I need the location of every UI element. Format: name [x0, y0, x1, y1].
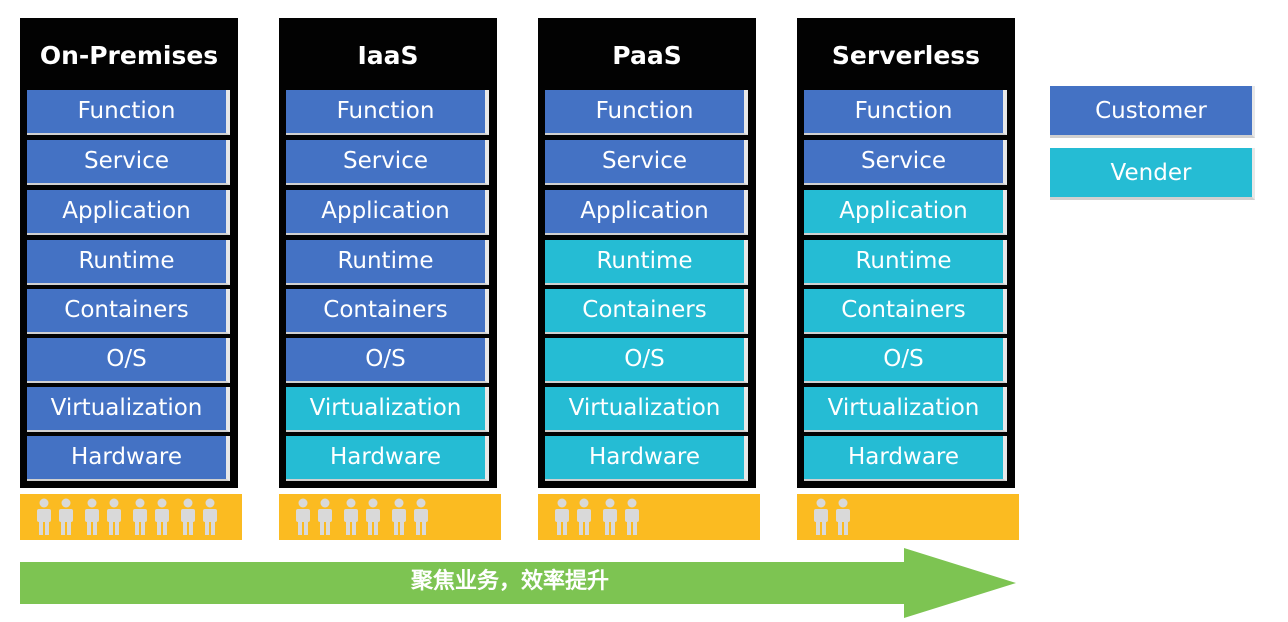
person-icon [600, 498, 621, 536]
person-icon [833, 498, 854, 536]
layer-containers: Containers [545, 289, 748, 334]
layer-service: Service [804, 140, 1007, 185]
person-icon [389, 498, 410, 536]
person-icon [56, 498, 77, 536]
people-pair [811, 498, 855, 536]
arrow-shape [20, 548, 1016, 618]
layer-application: Application [286, 190, 489, 235]
people-pair [293, 498, 337, 536]
stack-title: PaaS [612, 41, 682, 70]
person-icon [341, 498, 362, 536]
people-pair [34, 498, 78, 536]
people-pair [130, 498, 174, 536]
legend-vendor: Vender [1050, 148, 1255, 200]
layer-function: Function [545, 90, 748, 135]
person-icon [574, 498, 595, 536]
layer-virtualization: Virtualization [27, 387, 230, 432]
stack-title: On-Premises [39, 41, 219, 70]
layer-containers: Containers [804, 289, 1007, 334]
arrow-label: 聚焦业务，效率提升 [410, 569, 609, 594]
person-icon [200, 498, 221, 536]
person-icon [130, 498, 151, 536]
layer-runtime: Runtime [804, 240, 1007, 285]
layer-service: Service [545, 140, 748, 185]
layer-containers: Containers [27, 289, 230, 334]
people-pair [389, 498, 433, 536]
person-icon [315, 498, 336, 536]
layer-service: Service [27, 140, 230, 185]
person-icon [363, 498, 384, 536]
layer-service: Service [286, 140, 489, 185]
person-icon [622, 498, 643, 536]
person-icon [811, 498, 832, 536]
layer-runtime: Runtime [27, 240, 230, 285]
person-icon [178, 498, 199, 536]
person-icon [411, 498, 432, 536]
layer-containers: Containers [286, 289, 489, 334]
layer-hardware: Hardware [804, 436, 1007, 481]
layer-virtualization: Virtualization [286, 387, 489, 432]
person-icon [293, 498, 314, 536]
legend-customer: Customer [1050, 86, 1255, 138]
layer-o-s: O/S [545, 338, 748, 383]
legend-vendor-label: Vender [1110, 160, 1192, 186]
person-icon [34, 498, 55, 536]
people-bar [797, 494, 1019, 540]
layer-function: Function [804, 90, 1007, 135]
layer-hardware: Hardware [545, 436, 748, 481]
legend-customer-label: Customer [1095, 98, 1207, 124]
stack-title: Serverless [831, 41, 981, 70]
person-icon [82, 498, 103, 536]
layer-o-s: O/S [804, 338, 1007, 383]
layer-hardware: Hardware [286, 436, 489, 481]
people-pair [341, 498, 385, 536]
layer-o-s: O/S [286, 338, 489, 383]
layer-runtime: Runtime [286, 240, 489, 285]
efficiency-arrow: 聚焦业务，效率提升 [20, 548, 1016, 618]
layer-o-s: O/S [27, 338, 230, 383]
layer-virtualization: Virtualization [804, 387, 1007, 432]
people-bar [20, 494, 242, 540]
layer-function: Function [286, 90, 489, 135]
people-pair [600, 498, 644, 536]
arrow-polygon [20, 548, 1016, 618]
people-bar [279, 494, 501, 540]
stack-title: IaaS [357, 41, 419, 70]
people-pair [552, 498, 596, 536]
layer-runtime: Runtime [545, 240, 748, 285]
layer-application: Application [27, 190, 230, 235]
person-icon [104, 498, 125, 536]
person-icon [552, 498, 573, 536]
people-bar [538, 494, 760, 540]
people-pair [82, 498, 126, 536]
layer-application: Application [545, 190, 748, 235]
layer-virtualization: Virtualization [545, 387, 748, 432]
layer-hardware: Hardware [27, 436, 230, 481]
layer-function: Function [27, 90, 230, 135]
layer-application: Application [804, 190, 1007, 235]
people-pair [178, 498, 222, 536]
person-icon [152, 498, 173, 536]
